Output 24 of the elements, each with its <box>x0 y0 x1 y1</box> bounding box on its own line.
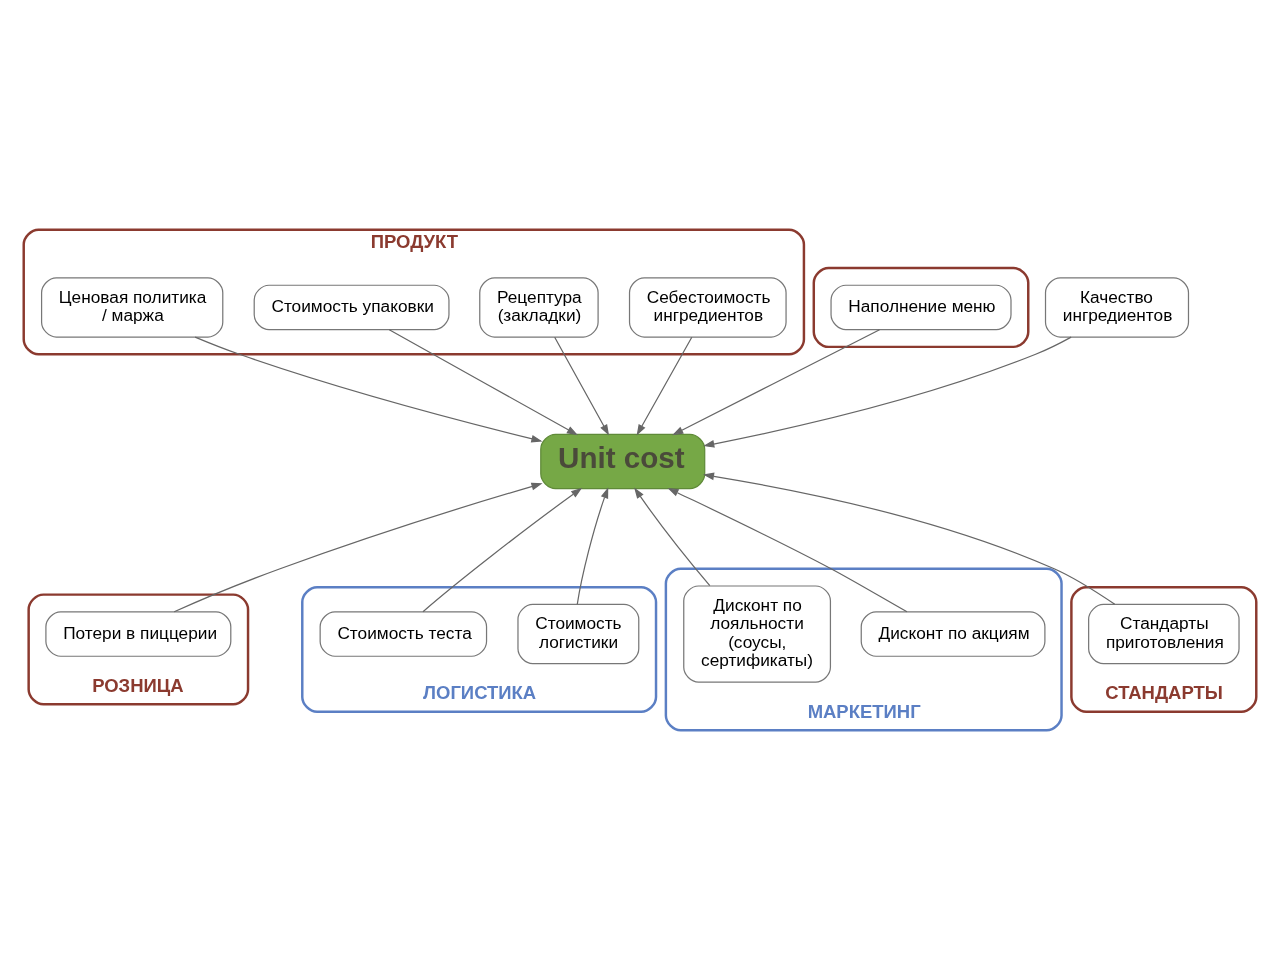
node-box: Качество ингредиентов <box>1044 277 1190 338</box>
cluster <box>812 266 1030 349</box>
node-box: Себестоимость ингредиентов <box>628 277 787 338</box>
arrow <box>636 336 693 436</box>
node-box: Ценовая политика / маржа <box>40 277 224 338</box>
node-box: Стоимость упаковки <box>253 284 450 331</box>
arrow <box>173 482 543 613</box>
node-box: Дисконт по акциям <box>860 611 1046 657</box>
arrow <box>672 329 881 436</box>
node-box: Дисконт по лояльности (соусы, сертификаты) <box>683 585 832 683</box>
arrow <box>422 487 583 613</box>
node-box: Рецептура (закладки) <box>479 277 599 338</box>
arrow <box>703 336 1072 448</box>
arrow <box>388 329 578 436</box>
arrow <box>576 487 609 605</box>
arrow <box>667 487 908 613</box>
arrow <box>634 487 711 587</box>
node-box: Потери в пиццерии <box>45 611 232 657</box>
node-box: Стандарты приготовления <box>1088 603 1240 665</box>
node-box: Наполнение меню <box>830 284 1012 331</box>
node-box: Unit cost <box>540 433 706 490</box>
arrow <box>554 336 610 436</box>
node-box: Стоимость теста <box>319 611 488 657</box>
node-box: Стоимость логистики <box>517 603 640 665</box>
